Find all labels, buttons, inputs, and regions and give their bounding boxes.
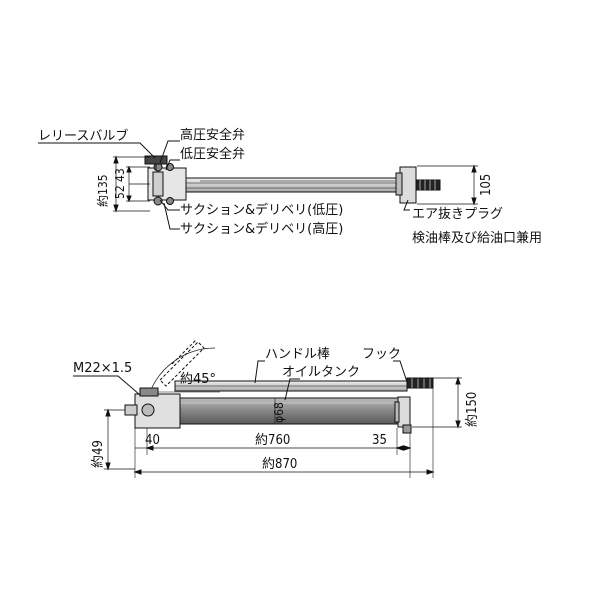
oil-tank <box>177 397 401 425</box>
dim-105: 105 <box>479 174 494 196</box>
dim-approx-135: 約135 <box>95 174 110 207</box>
dim-43: 43 <box>113 168 127 182</box>
label-thread: M22×1.5 <box>73 361 132 376</box>
label-oil-gauge-filler: 検油棒及び給油口兼用 <box>412 231 542 246</box>
dim-40: 40 <box>145 433 160 448</box>
label-suction-delivery-high: サクション&デリベリ(高圧) <box>180 221 343 237</box>
label-high-pressure-safety-valve: 高圧安全弁 <box>180 127 245 143</box>
side-view-grip <box>406 377 434 389</box>
label-suction-delivery-low: サクション&デリベリ(低圧) <box>180 202 343 218</box>
label-angle: 約45° <box>180 372 216 387</box>
label-hook: フック <box>362 347 401 362</box>
side-view <box>73 339 462 478</box>
top-view-grip <box>415 179 441 191</box>
dim-approx-760: 約760 <box>255 433 290 448</box>
dim-approx-49: 約49 <box>91 440 106 468</box>
label-oil-tank: オイルタンク <box>282 365 360 380</box>
dim-35: 35 <box>372 433 387 448</box>
label-air-vent-plug: エア抜きプラグ <box>412 206 503 222</box>
dim-approx-150: 約150 <box>465 392 480 427</box>
top-view <box>38 140 478 230</box>
label-handle-bar: ハンドル棒 <box>265 347 330 362</box>
label-release-valve: レリースバルブ <box>38 128 128 144</box>
top-view-tube <box>184 177 411 193</box>
label-low-pressure-safety-valve: 低圧安全弁 <box>180 146 245 162</box>
dim-52: 52 <box>113 185 127 199</box>
dim-approx-870: 約870 <box>262 457 297 472</box>
side-view-end-block <box>397 396 411 428</box>
label-diameter: φ68 <box>272 402 286 423</box>
